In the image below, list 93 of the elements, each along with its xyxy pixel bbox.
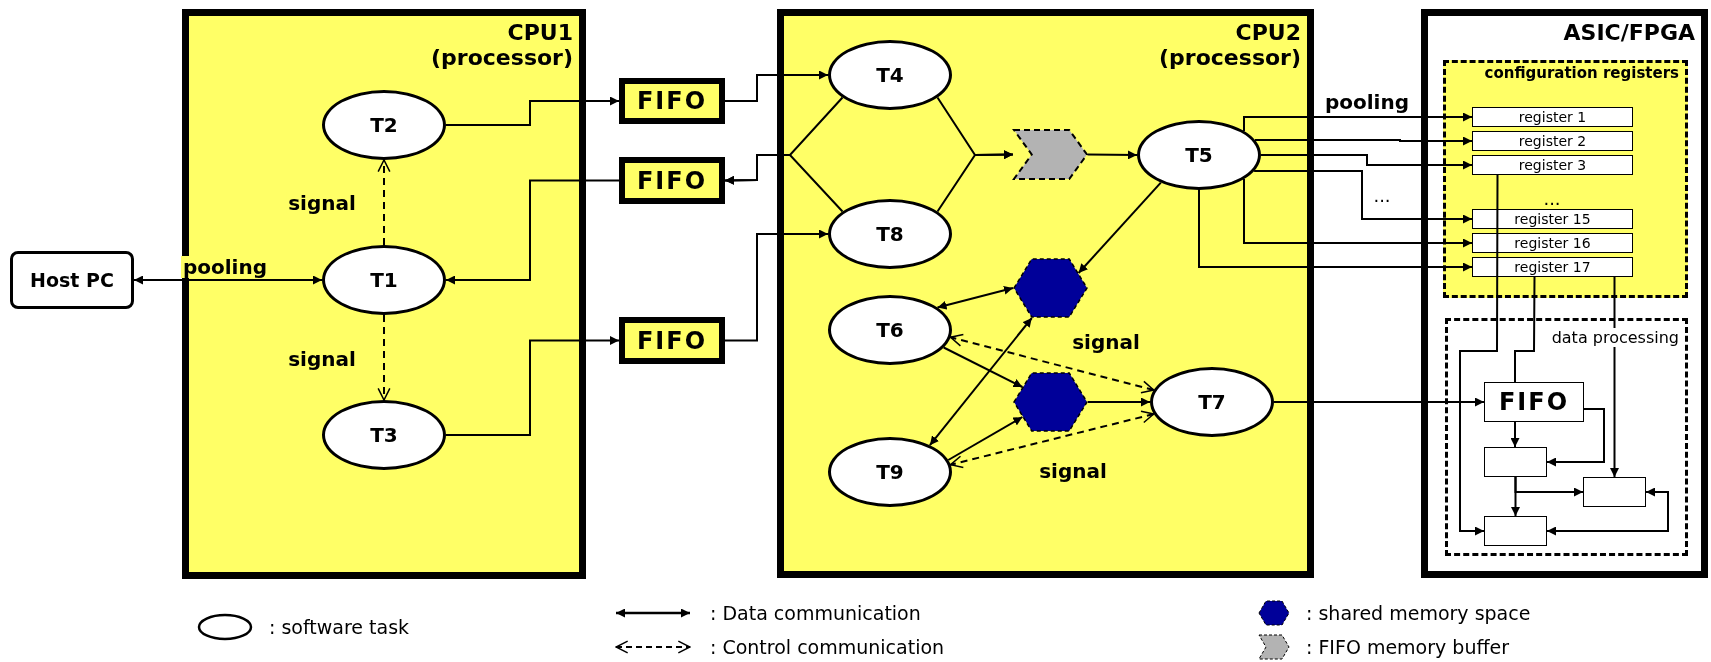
legend-text: : Data communication	[710, 602, 921, 624]
hardware-panel	[1421, 9, 1708, 578]
register-box	[1472, 257, 1633, 277]
node-label: T2	[370, 113, 398, 137]
processing-block	[1484, 516, 1547, 546]
arrow	[445, 336, 620, 436]
panel-subtitle: (processor)	[1159, 45, 1301, 70]
arrow	[724, 154, 844, 213]
processing-group	[1445, 318, 1688, 556]
node-label: T4	[876, 63, 904, 87]
edge-label: signal	[286, 192, 358, 214]
node-label: register 1	[1518, 109, 1587, 125]
arrow	[1514, 476, 1584, 497]
ellipsis-label: ...	[1543, 187, 1561, 209]
arrow	[1273, 397, 1485, 407]
legend-text: : shared memory space	[1306, 602, 1531, 624]
ellipsis-label: ...	[1373, 184, 1391, 206]
arrow	[445, 96, 620, 126]
edge-label: signal	[286, 348, 358, 370]
node-label: register 2	[1518, 133, 1587, 149]
arrow	[928, 317, 1033, 447]
arrow	[1253, 170, 1473, 224]
node-label: register 16	[1514, 235, 1591, 251]
node-label: Host PC	[30, 269, 114, 291]
fifo-box	[1484, 382, 1584, 422]
arrow	[1198, 189, 1473, 272]
node-label: T9	[876, 460, 904, 484]
panel-title: ASIC/FPGA	[1563, 20, 1695, 45]
node-label: register 15	[1514, 211, 1591, 227]
fifo-buffer-symbol	[1013, 129, 1088, 180]
fifo-box	[619, 157, 725, 204]
arrow	[724, 229, 829, 342]
panel-title: CPU1	[507, 20, 573, 45]
arrow	[942, 346, 1024, 388]
processing-block	[1583, 477, 1646, 507]
dashed-arrow	[377, 159, 391, 246]
node-label: FIFO	[636, 87, 708, 115]
arrow	[947, 416, 1024, 461]
legend-text: : Control communication	[710, 636, 945, 658]
arrow	[1087, 397, 1151, 407]
node-label: T3	[370, 423, 398, 447]
shared-memory-hexagon	[1013, 372, 1088, 432]
register-box	[1472, 233, 1633, 253]
edge-label: signal	[1070, 331, 1142, 353]
arrow	[1510, 421, 1520, 448]
panel-subtitle: (processor)	[431, 45, 573, 70]
node-label: register 17	[1514, 259, 1591, 275]
register-box	[1472, 155, 1633, 175]
node-label: T7	[1198, 390, 1226, 414]
arrow	[936, 285, 1014, 310]
processor-panel	[182, 9, 586, 579]
dashed-arrow	[949, 333, 1155, 394]
host-box	[10, 251, 134, 309]
node-label: register 3	[1518, 157, 1587, 173]
processing-block	[1484, 447, 1547, 477]
fifo-box	[619, 78, 725, 124]
connector-line	[1514, 276, 1536, 383]
node-label: FIFO	[636, 166, 708, 195]
node-label: FIFO	[636, 326, 708, 355]
arrow	[1260, 154, 1473, 170]
panel-title: CPU2	[1235, 20, 1301, 45]
node-label: T6	[876, 318, 904, 342]
arrow	[133, 275, 323, 285]
node-label: FIFO	[1498, 388, 1570, 416]
edge-label: signal	[1037, 460, 1109, 482]
legend-text: : FIFO memory buffer	[1306, 636, 1510, 658]
register-box	[1472, 131, 1633, 151]
shared-memory-hexagon	[1013, 258, 1088, 318]
arrow	[1610, 276, 1619, 478]
arrow	[1243, 178, 1473, 248]
register-group	[1443, 60, 1688, 298]
arrow	[1546, 487, 1669, 536]
arrow	[724, 70, 829, 102]
node-label: T1	[370, 268, 398, 292]
arrow	[1087, 150, 1138, 160]
arrow	[936, 150, 1014, 213]
fifo-box	[619, 317, 725, 364]
arrow	[1077, 181, 1162, 274]
node-label: T5	[1185, 143, 1213, 167]
arrow	[1254, 136, 1473, 146]
panel-title: configuration registers	[1484, 64, 1679, 82]
legend-text: : software task	[269, 616, 410, 638]
dashed-arrow	[949, 410, 1155, 469]
register-box	[1472, 209, 1633, 229]
processor-panel	[777, 9, 1314, 578]
register-box	[1472, 107, 1633, 127]
arrow	[445, 179, 620, 285]
panel-title: data processing	[1549, 328, 1681, 347]
arrow	[1459, 174, 1499, 536]
dashed-arrow	[377, 314, 391, 401]
arrow	[1243, 112, 1473, 132]
node-label: T8	[876, 222, 904, 246]
arrow	[1546, 408, 1605, 467]
